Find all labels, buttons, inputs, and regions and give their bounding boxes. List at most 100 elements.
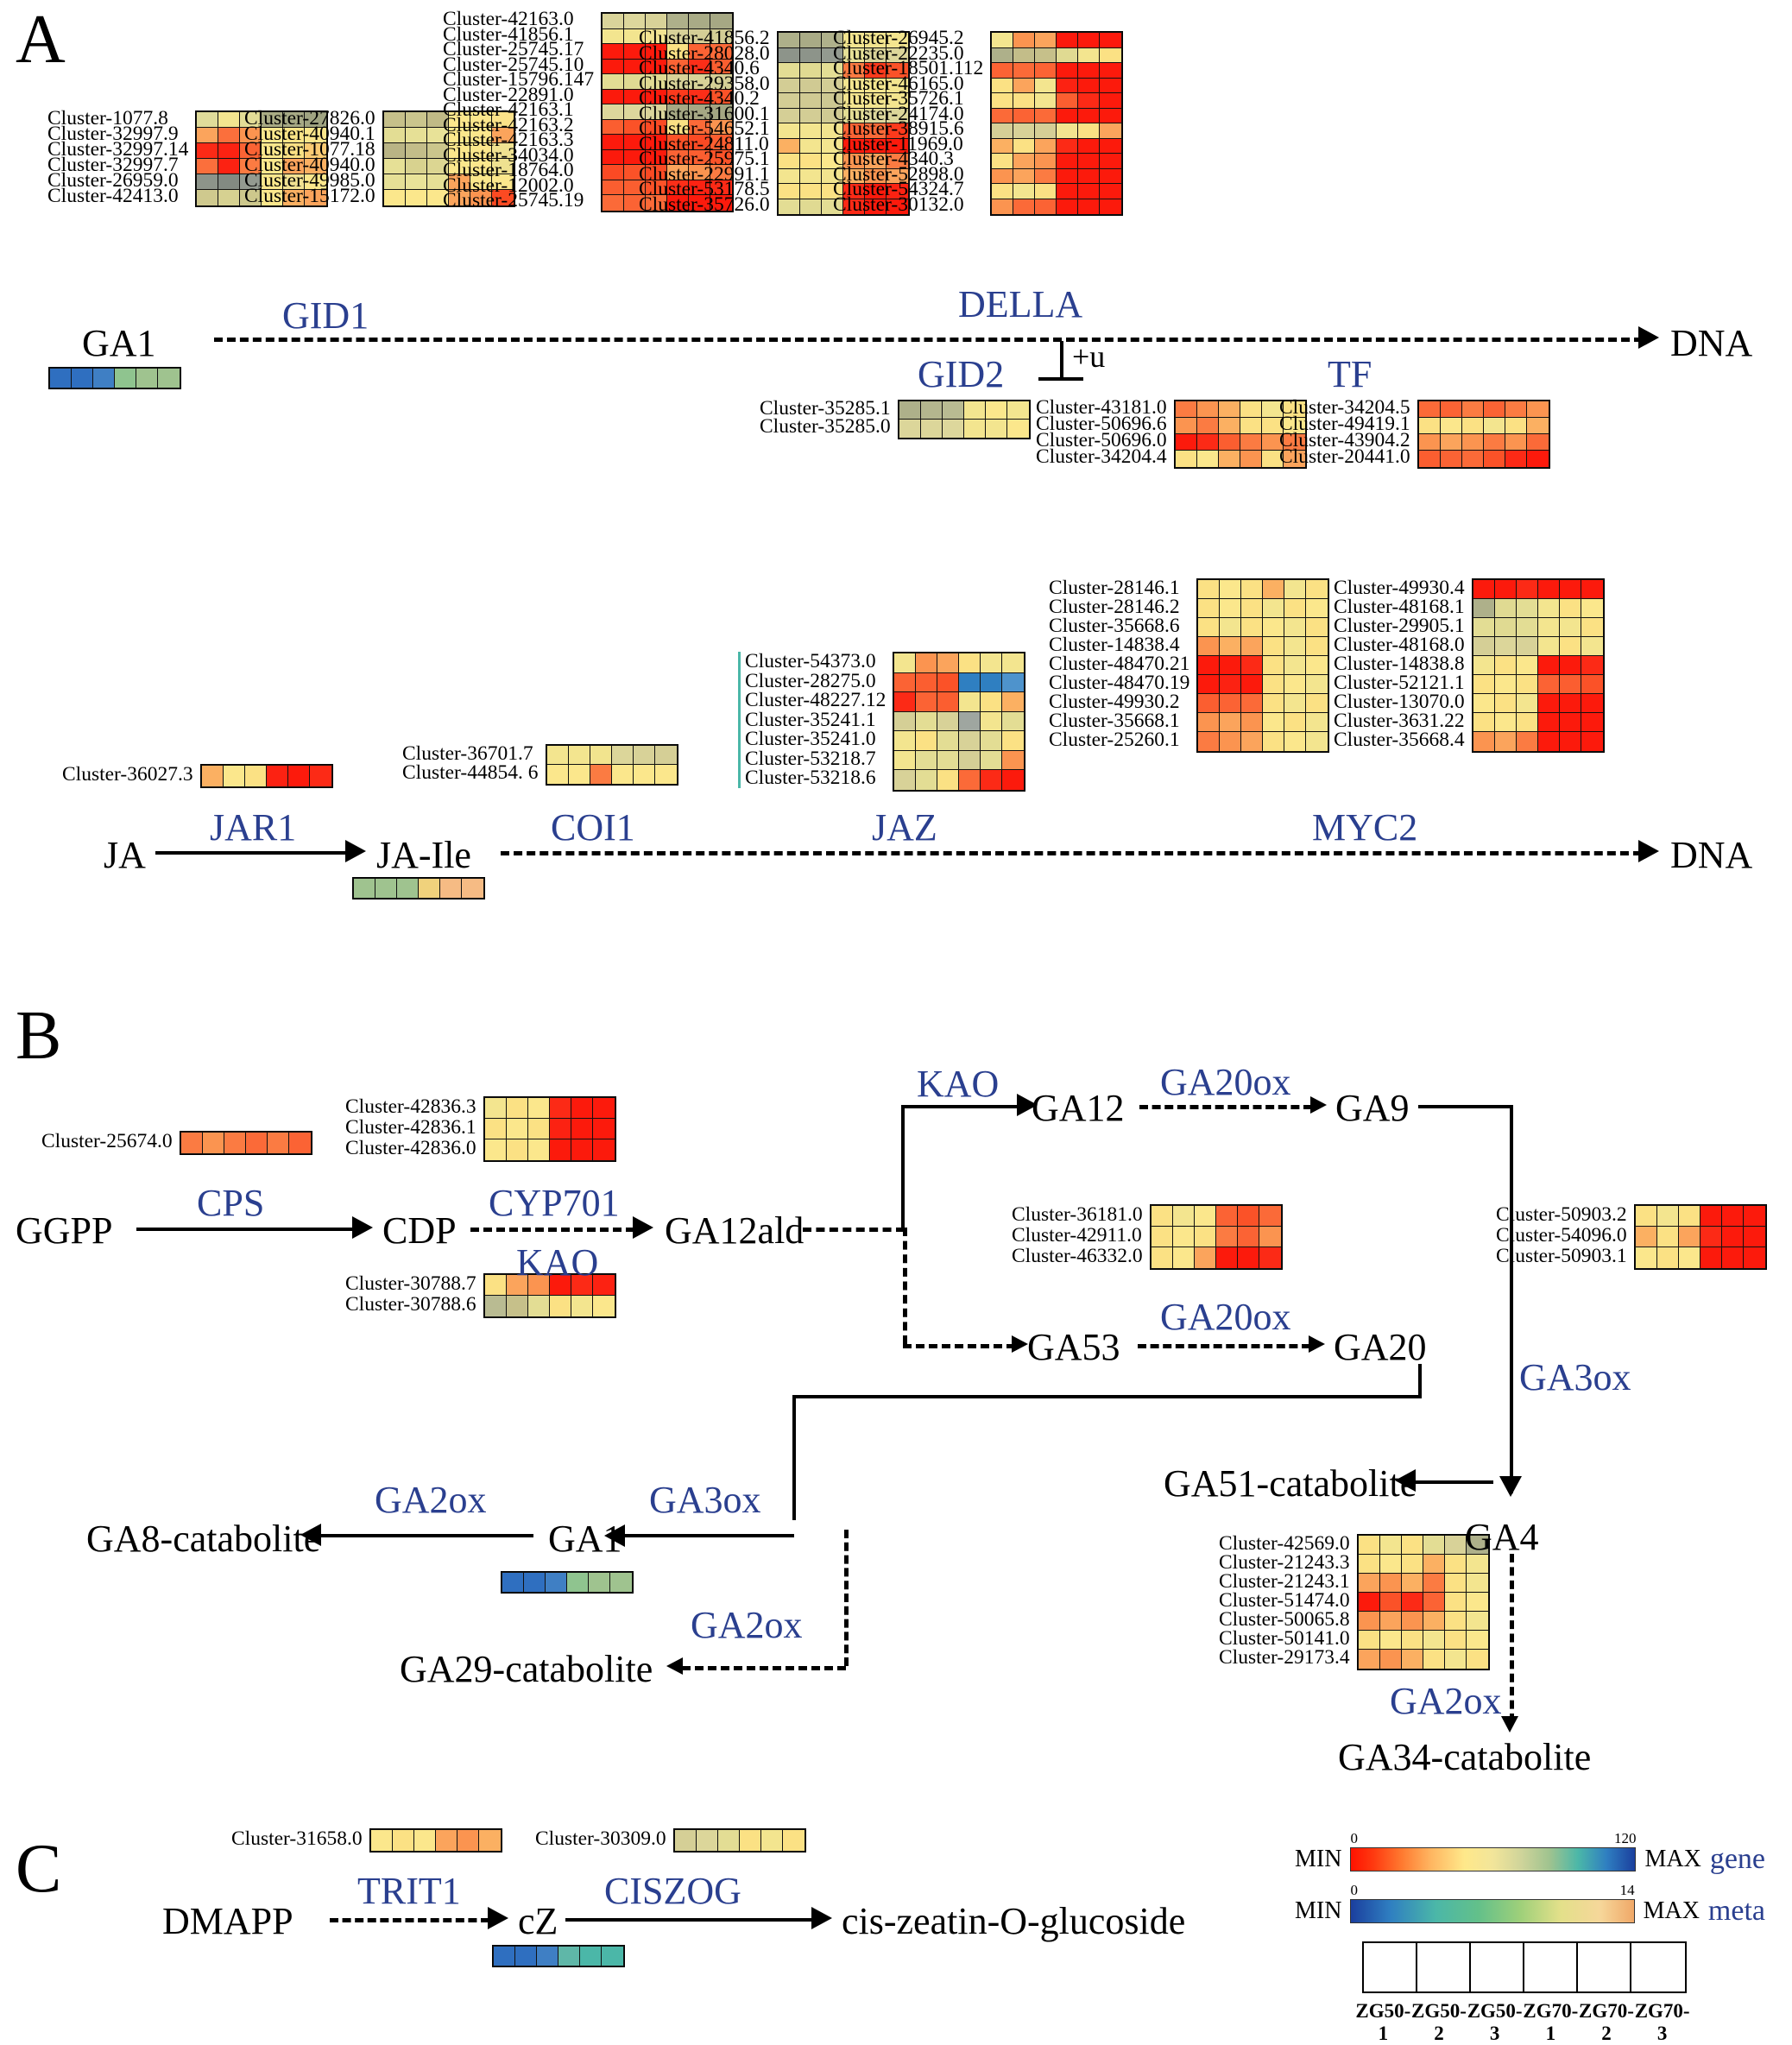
heatmap-cell <box>1473 693 1496 714</box>
row-label: Cluster-15172.0 <box>244 185 375 207</box>
heatmap-cell <box>886 138 909 155</box>
heatmap-cell <box>1284 674 1307 695</box>
node-ga4: GA4 <box>1465 1516 1539 1558</box>
heatmap-cell <box>1401 1554 1424 1575</box>
heatmap-cell <box>886 168 909 185</box>
heatmap-cell <box>49 368 73 388</box>
enzyme-cyp701: CYP701 <box>489 1182 620 1224</box>
row-label: Cluster-18764.0 <box>443 159 574 181</box>
heatmap-cell <box>426 189 450 206</box>
node-ga34-catabolite: GA34-catabolite <box>1338 1736 1592 1778</box>
ga-signal-arrowhead <box>1638 326 1659 349</box>
heatmap-cell <box>218 189 241 206</box>
heatmap-cell <box>821 32 844 48</box>
heatmap-cell <box>1013 199 1036 215</box>
heatmap-cell <box>937 691 960 712</box>
cz-to-glucoside-line <box>565 1918 816 1922</box>
heatmap-cell <box>1262 636 1285 657</box>
heatmap-cell <box>392 1829 415 1852</box>
heatmap-cell <box>1473 617 1496 638</box>
heatmap-cell <box>396 878 420 899</box>
heatmap-cell <box>915 672 938 693</box>
heatmap-cell <box>623 104 647 120</box>
heatmap-cell <box>1013 32 1036 48</box>
heatmap-cell <box>549 1274 572 1297</box>
heatmap-cell <box>527 1118 551 1140</box>
heatmap-cell <box>426 142 450 160</box>
heatmap-cell <box>602 119 625 136</box>
heatmap-cell <box>1526 417 1549 435</box>
row-label: Cluster-40940.1 <box>244 123 375 145</box>
heatmap-cell <box>1581 655 1604 676</box>
heatmap <box>1417 400 1550 469</box>
heatmap-cell <box>821 138 844 155</box>
heatmap-cell <box>1284 712 1307 733</box>
heatmap-rowlabels: Cluster-42163.0 Cluster-41856.1 Cluster-… <box>443 9 594 211</box>
heatmap-cell <box>602 89 625 105</box>
enzyme-ciszog: CISZOG <box>604 1870 741 1912</box>
heatmap-cell <box>1559 655 1582 676</box>
ga9-down-arrowhead <box>1499 1476 1522 1497</box>
heatmap-cell <box>196 111 219 129</box>
heatmap-cell <box>991 92 1014 109</box>
node-cdp: CDP <box>382 1209 457 1252</box>
legend-sample-cell <box>1471 1943 1524 1991</box>
heatmap-cell <box>958 730 981 751</box>
heatmap-cell <box>696 1829 719 1852</box>
heatmap-cell <box>799 62 823 79</box>
to-ga51-line <box>1416 1480 1493 1484</box>
heatmap-cell <box>1034 78 1057 94</box>
heatmap-cell <box>1013 183 1036 199</box>
heatmap-cell <box>527 1274 551 1297</box>
heatmap-cell <box>842 92 866 109</box>
heatmap-cell <box>506 1139 529 1161</box>
heatmap-cell <box>304 142 327 160</box>
heatmap-cell <box>602 149 625 166</box>
heatmap-cell <box>799 78 823 94</box>
heatmap <box>483 1273 616 1318</box>
enzyme-ga20ox-bottom: GA20ox <box>1160 1296 1291 1338</box>
heatmap-group-gid1-b: Cluster-27826.0 Cluster-40940.1 Cluster-… <box>244 108 515 207</box>
heatmap-cell <box>1034 92 1057 109</box>
heatmap-cell <box>1056 47 1079 64</box>
legend-meta-tag: meta <box>1707 1895 1765 1927</box>
heatmap-rowlabels: Cluster-26945.2 Cluster-22235.0 Cluster-… <box>833 28 983 214</box>
heatmap-cell <box>506 1118 529 1140</box>
heatmap-cell <box>623 194 647 211</box>
ja-signal-arrowhead <box>1638 840 1659 862</box>
heatmap-cell <box>710 194 733 211</box>
enzyme-trit1: TRIT1 <box>357 1870 461 1912</box>
heatmap-cell <box>778 62 801 79</box>
heatmap-cell <box>282 127 306 144</box>
heatmap-cell <box>1284 636 1307 657</box>
heatmap-cell <box>991 108 1014 124</box>
heatmap-cell <box>937 769 960 790</box>
heatmap-rowlabels: Cluster-28146.1 Cluster-28146.2 Cluster-… <box>1049 578 1189 750</box>
node-ga51-catabolite: GA51-catabolite <box>1164 1462 1417 1505</box>
heatmap-cell <box>136 368 159 388</box>
heatmap-cell <box>799 138 823 155</box>
cdp-to-ga12ald-arrowhead <box>633 1216 653 1239</box>
heatmap-group-cyp701: Cluster-42836.3 Cluster-42836.1 Cluster-… <box>345 1096 616 1162</box>
panel-letter-b: B <box>16 998 62 1074</box>
legend-sample-label: ZG70-1 <box>1523 2000 1579 2044</box>
heatmap-cell <box>915 769 938 790</box>
row-label: Cluster-42836.1 <box>345 1116 476 1139</box>
heatmap-cell <box>1494 636 1518 657</box>
heatmap-cell <box>1678 1205 1701 1228</box>
heatmap-group-coi1: Cluster-36701.7 Cluster-44854. 6 <box>402 743 678 786</box>
heatmap-cell <box>666 180 690 196</box>
row-label: Cluster-54373.0 <box>745 650 876 672</box>
heatmap-cell <box>282 174 306 191</box>
node-ga8-catabolite: GA8-catabolite <box>86 1518 321 1560</box>
heatmap-cell <box>470 174 493 191</box>
ga12ald-branch-up <box>901 1105 905 1230</box>
heatmap-cell <box>1077 92 1101 109</box>
node-ga1: GA1 <box>82 322 156 364</box>
heatmap-cell <box>1473 731 1496 752</box>
heatmap-cell <box>484 1139 508 1161</box>
row-label: Cluster-29358.0 <box>639 72 770 95</box>
row-label: Cluster-25745.10 <box>443 53 584 76</box>
heatmap-cell <box>601 1946 624 1966</box>
heatmap-cell <box>1237 1247 1260 1269</box>
